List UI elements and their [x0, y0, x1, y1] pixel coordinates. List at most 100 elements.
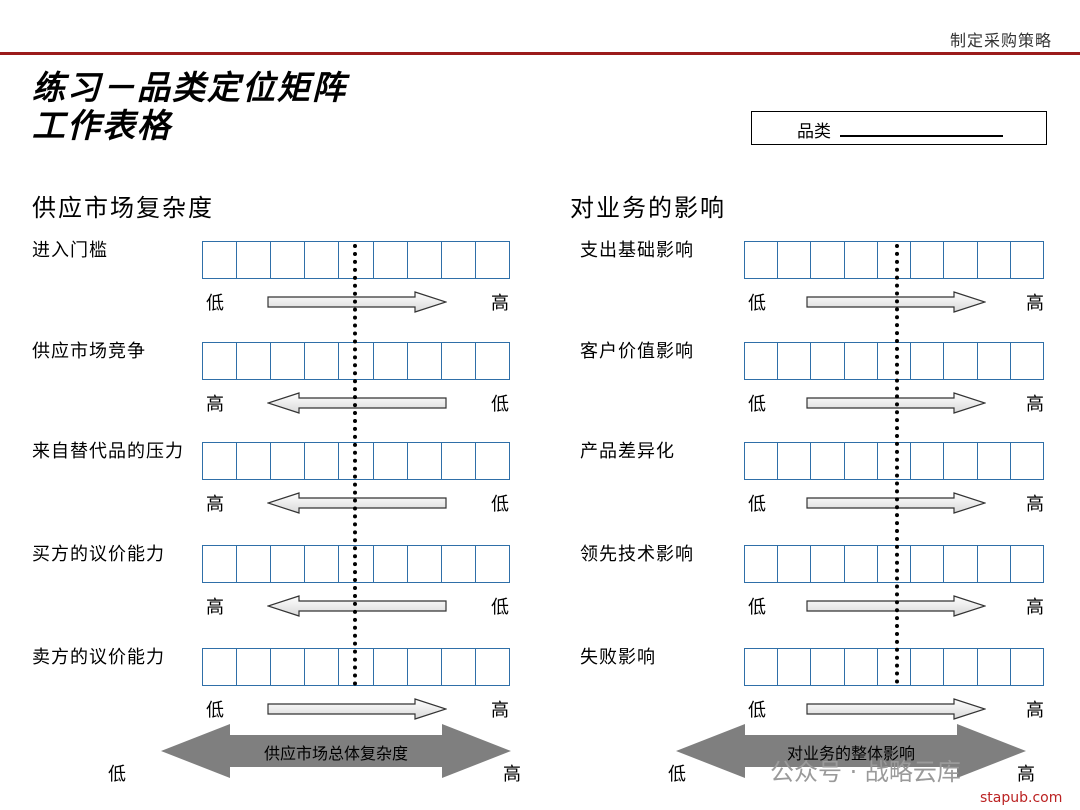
rating-cell[interactable]	[944, 343, 978, 379]
rating-cell[interactable]	[374, 242, 408, 278]
rating-cell[interactable]	[203, 546, 238, 582]
rating-cell[interactable]	[408, 546, 442, 582]
right-scale-start-label: 低	[748, 293, 766, 314]
rating-cell[interactable]	[271, 649, 306, 685]
rating-cell[interactable]	[845, 343, 878, 379]
rating-cell[interactable]	[978, 443, 1011, 479]
rating-cell[interactable]	[745, 546, 779, 582]
rating-cell[interactable]	[203, 649, 238, 685]
rating-cell[interactable]	[339, 546, 374, 582]
rating-cell[interactable]	[271, 443, 306, 479]
rating-cell[interactable]	[811, 546, 845, 582]
rating-cell[interactable]	[339, 443, 374, 479]
rating-cell[interactable]	[442, 546, 476, 582]
rating-cell[interactable]	[845, 546, 878, 582]
rating-cell[interactable]	[374, 649, 408, 685]
rating-cell[interactable]	[978, 242, 1011, 278]
rating-cell[interactable]	[476, 546, 509, 582]
rating-cell[interactable]	[845, 242, 878, 278]
rating-cell[interactable]	[476, 343, 509, 379]
rating-cell[interactable]	[237, 649, 272, 685]
rating-cell[interactable]	[1011, 546, 1043, 582]
rating-cell[interactable]	[778, 649, 812, 685]
rating-cell[interactable]	[203, 343, 238, 379]
rating-cell[interactable]	[374, 443, 408, 479]
rating-cell[interactable]	[878, 242, 912, 278]
rating-cell[interactable]	[237, 242, 272, 278]
rating-cell[interactable]	[778, 443, 812, 479]
rating-cell[interactable]	[778, 546, 812, 582]
rating-cell[interactable]	[878, 443, 912, 479]
rating-cell[interactable]	[271, 242, 306, 278]
rating-cell[interactable]	[237, 443, 272, 479]
rating-cell[interactable]	[745, 649, 779, 685]
right-factor-label: 支出基础影响	[580, 240, 694, 261]
rating-cell[interactable]	[911, 649, 945, 685]
rating-cell[interactable]	[408, 443, 442, 479]
rating-cell[interactable]	[778, 343, 812, 379]
rating-cell[interactable]	[305, 546, 340, 582]
rating-cell[interactable]	[911, 343, 945, 379]
left-factor-label: 进入门槛	[32, 240, 108, 261]
rating-cell[interactable]	[811, 649, 845, 685]
rating-cell[interactable]	[878, 649, 912, 685]
rating-cell[interactable]	[1011, 242, 1043, 278]
rating-cell[interactable]	[878, 546, 912, 582]
rating-cell[interactable]	[978, 343, 1011, 379]
rating-cell[interactable]	[745, 343, 779, 379]
rating-cell[interactable]	[745, 443, 779, 479]
rating-cell[interactable]	[408, 343, 442, 379]
rating-cell[interactable]	[944, 443, 978, 479]
rating-cell[interactable]	[911, 443, 945, 479]
rating-cell[interactable]	[339, 343, 374, 379]
rating-cell[interactable]	[1011, 649, 1043, 685]
rating-cell[interactable]	[339, 649, 374, 685]
rating-cell[interactable]	[203, 443, 238, 479]
rating-cell[interactable]	[878, 343, 912, 379]
rating-cell[interactable]	[978, 649, 1011, 685]
left-scale-end-label: 低	[491, 597, 509, 618]
rating-cell[interactable]	[1011, 343, 1043, 379]
rating-cell[interactable]	[911, 546, 945, 582]
rating-cell[interactable]	[305, 343, 340, 379]
rating-cell[interactable]	[237, 343, 272, 379]
rating-cell[interactable]	[476, 242, 509, 278]
rating-cell[interactable]	[203, 242, 238, 278]
rating-cell[interactable]	[374, 343, 408, 379]
rating-cell[interactable]	[845, 649, 878, 685]
rating-cell[interactable]	[476, 443, 509, 479]
rating-cell[interactable]	[911, 242, 945, 278]
rating-cell[interactable]	[305, 242, 340, 278]
right-summary-end-label: 高	[1017, 764, 1035, 785]
rating-cell[interactable]	[374, 546, 408, 582]
rating-cell[interactable]	[442, 443, 476, 479]
rating-cell[interactable]	[811, 343, 845, 379]
rating-cell[interactable]	[1011, 443, 1043, 479]
rating-cell[interactable]	[237, 546, 272, 582]
page-section-label: 制定采购策略	[949, 31, 1052, 50]
rating-cell[interactable]	[271, 546, 306, 582]
left-scale-end-label: 高	[491, 700, 509, 721]
rating-cell[interactable]	[845, 443, 878, 479]
rating-cell[interactable]	[408, 242, 442, 278]
rating-cell[interactable]	[778, 242, 812, 278]
rating-cell[interactable]	[745, 242, 779, 278]
rating-cell[interactable]	[442, 649, 476, 685]
rating-cell[interactable]	[305, 443, 340, 479]
rating-cell[interactable]	[271, 343, 306, 379]
left-factor-label: 来自替代品的压力	[32, 441, 184, 462]
rating-cell[interactable]	[339, 242, 374, 278]
right-factor-label: 失败影响	[580, 647, 656, 668]
rating-cell[interactable]	[408, 649, 442, 685]
rating-cell[interactable]	[811, 443, 845, 479]
rating-cell[interactable]	[944, 649, 978, 685]
rating-cell[interactable]	[811, 242, 845, 278]
rating-cell[interactable]	[978, 546, 1011, 582]
rating-cell[interactable]	[442, 242, 476, 278]
left-scale-start-label: 高	[206, 597, 224, 618]
rating-cell[interactable]	[305, 649, 340, 685]
rating-cell[interactable]	[442, 343, 476, 379]
rating-cell[interactable]	[944, 546, 978, 582]
rating-cell[interactable]	[944, 242, 978, 278]
rating-cell[interactable]	[476, 649, 509, 685]
